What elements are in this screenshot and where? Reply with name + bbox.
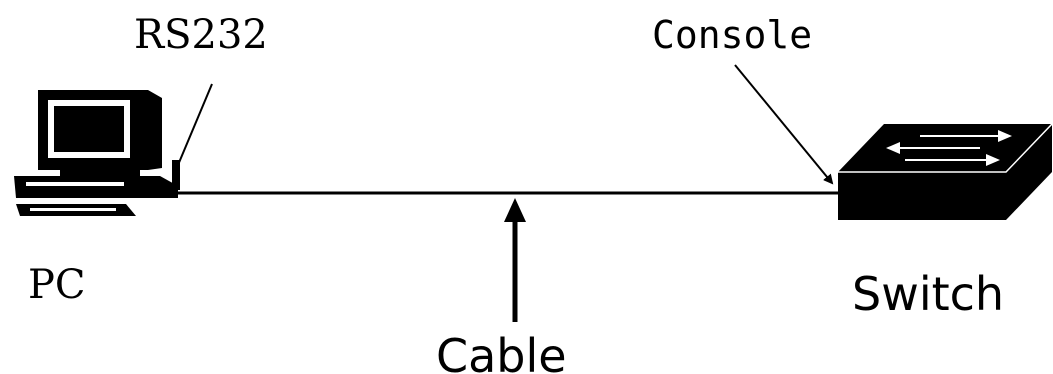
rs232-pointer	[177, 83, 213, 166]
cable-label: Cable	[436, 329, 567, 374]
pc-label: PC	[28, 262, 86, 308]
rs232-label: RS232	[134, 12, 268, 58]
network-switch-icon	[838, 123, 1053, 220]
console-arrow	[734, 64, 834, 185]
switch-label: Switch	[852, 267, 1004, 321]
desktop-computer-icon	[14, 90, 180, 216]
cable-arrowhead	[504, 198, 526, 222]
console-label: Console	[652, 13, 812, 57]
